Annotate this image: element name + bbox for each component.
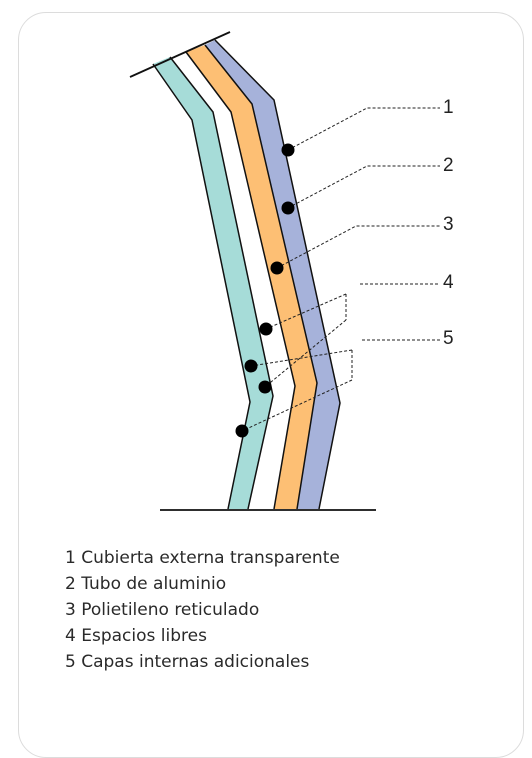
callout-number-1: 1 — [443, 97, 454, 118]
callout-dot — [235, 424, 249, 438]
legend-item: 2 Tubo de aluminio — [65, 574, 227, 594]
callout-dot — [281, 201, 295, 215]
legend-list: 1 Cubierta externa transparente 2 Tubo d… — [65, 545, 340, 675]
legend-item: 3 Polietileno reticulado — [65, 600, 260, 620]
callout-number-5: 5 — [443, 328, 454, 349]
callout-number-2: 2 — [443, 155, 454, 176]
layer-boundaries — [152, 39, 341, 510]
callout-dot — [270, 261, 284, 275]
callout-dots — [235, 143, 295, 438]
legend-item: 4 Espacios libres — [65, 626, 207, 646]
legend-item: 5 Capas internas adicionales — [65, 652, 310, 672]
callout-dot — [244, 359, 258, 373]
callout-dot — [281, 143, 295, 157]
callout-dot — [258, 380, 272, 394]
callout-number-3: 3 — [443, 214, 454, 235]
callout-dot — [259, 322, 273, 336]
top-cut-line — [129, 31, 231, 78]
legend-item: 1 Cubierta externa transparente — [65, 548, 340, 568]
callout-number-4: 4 — [443, 272, 454, 293]
leader-lines — [241, 107, 440, 432]
outer-cover-band — [205, 40, 340, 509]
